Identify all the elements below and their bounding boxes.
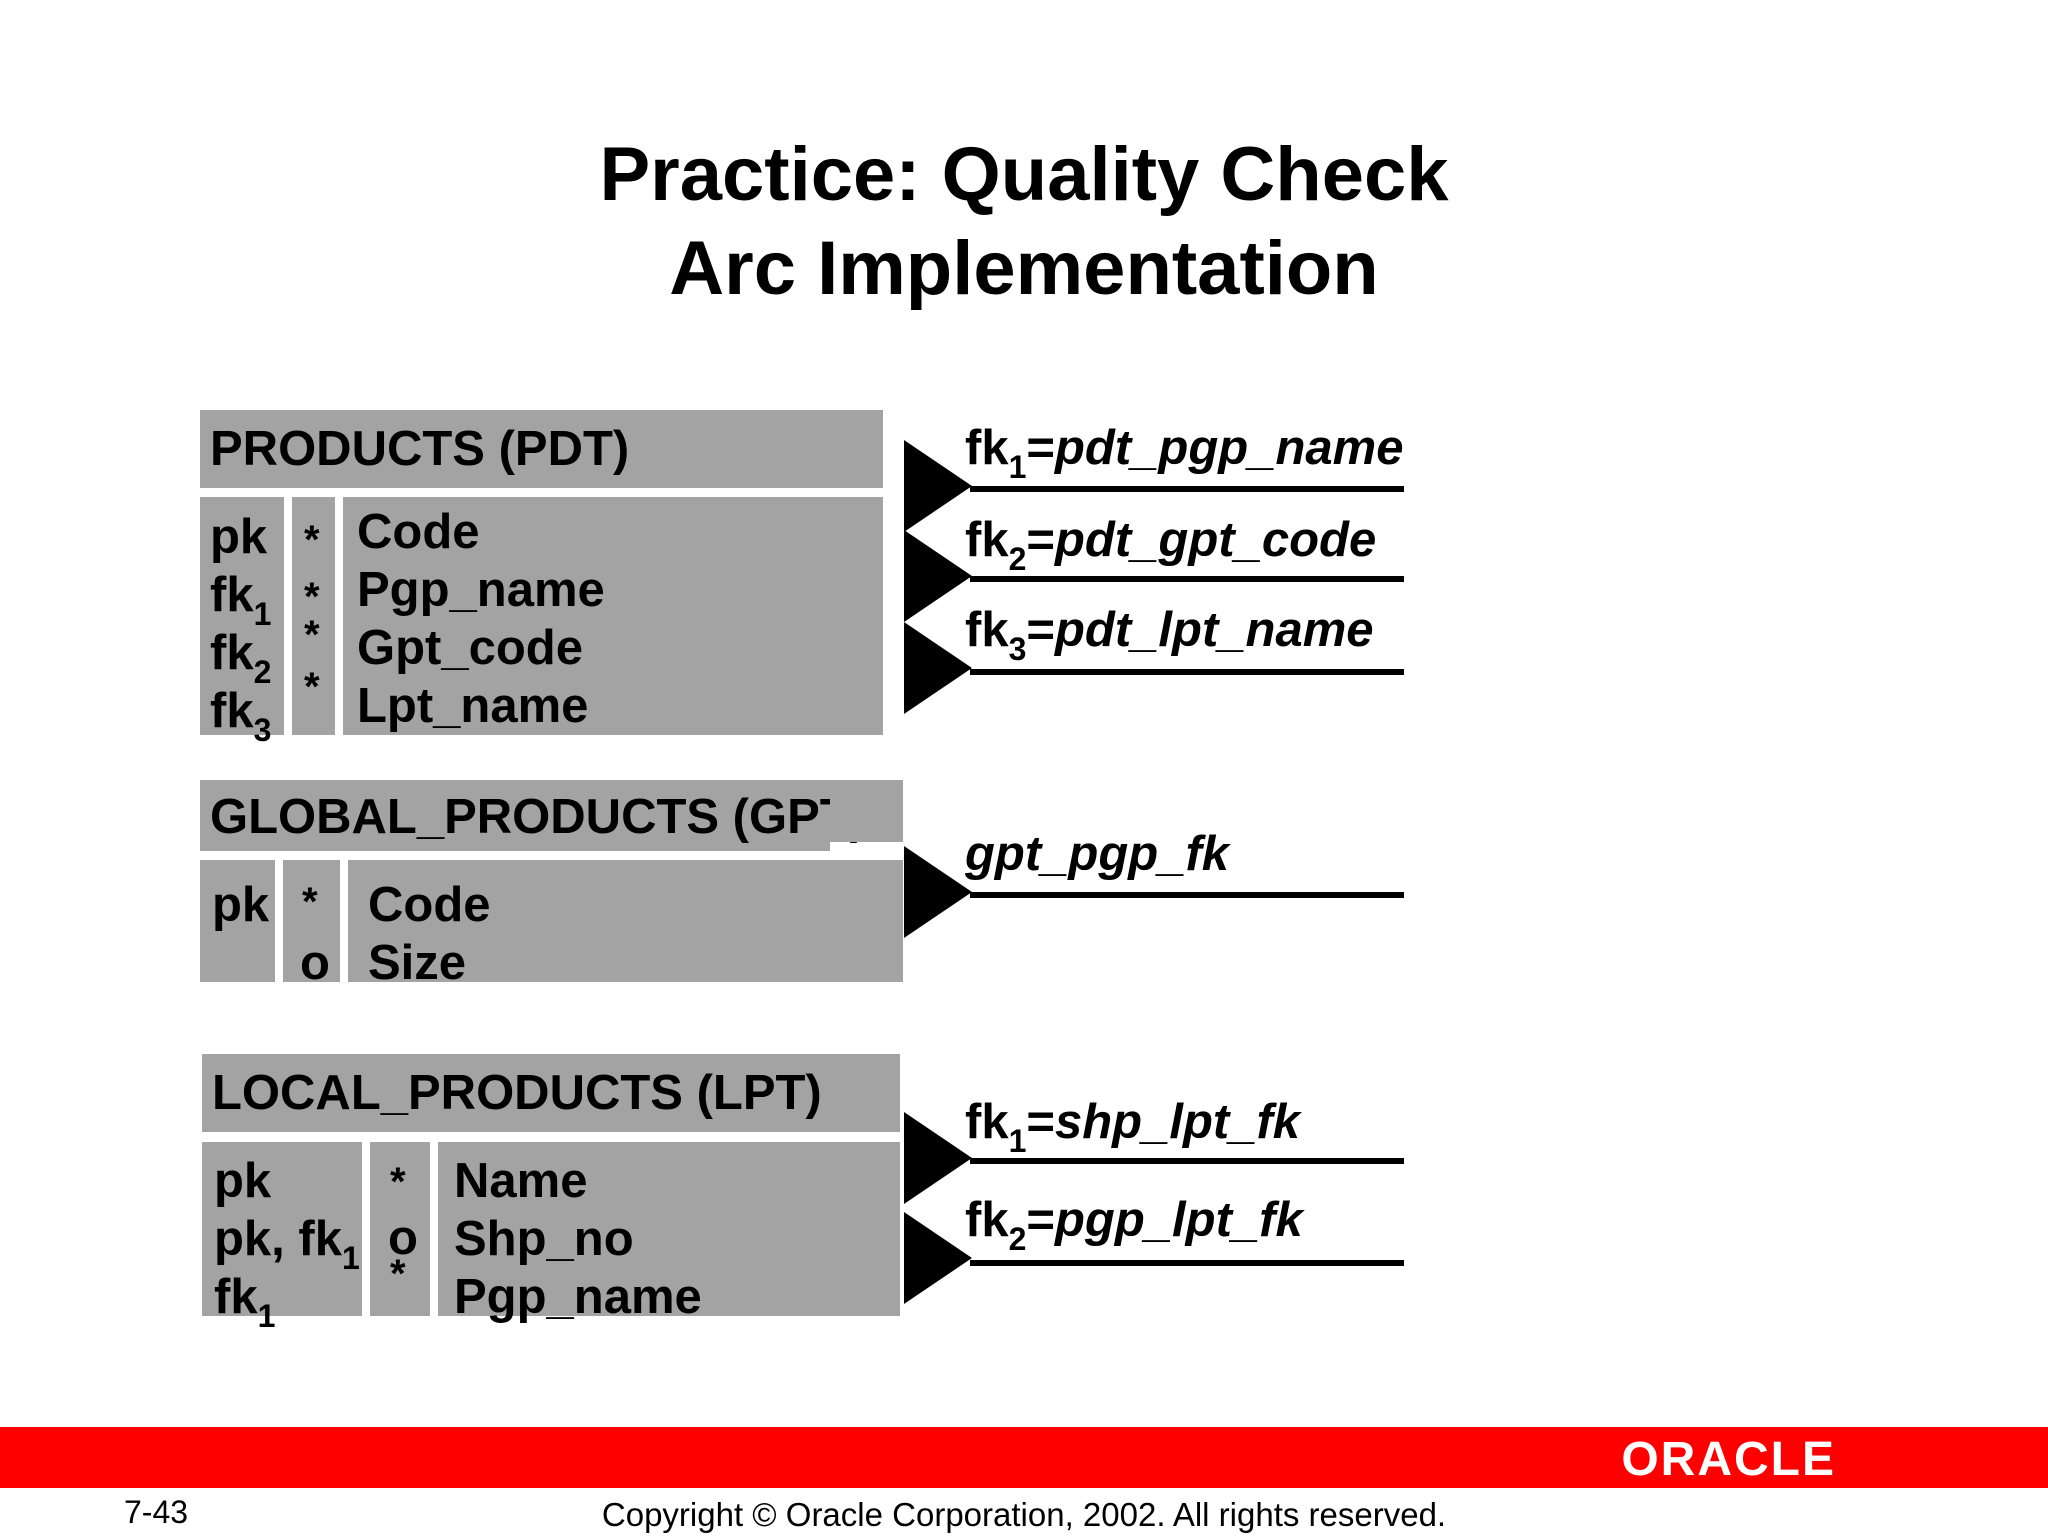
pdt-optionality-1: * — [304, 518, 320, 562]
pdt-optionality-3: * — [304, 613, 320, 657]
pdt-optionality-4: * — [304, 665, 320, 709]
table-global-products-attribute-column — [348, 860, 903, 982]
gpt-key-1: pk — [212, 878, 270, 932]
pdt-column-4: Lpt_name — [357, 679, 589, 733]
lpt-key-3: fk1 — [214, 1270, 276, 1334]
gpt-relation-1: gpt_pgp_fk — [965, 827, 1230, 881]
lpt-key-2: pk, fk1 — [214, 1212, 360, 1276]
table-products-attribute-column — [343, 497, 883, 735]
table-global-products-name: GLOBAL_PRODUCTS (GPT) — [210, 790, 867, 844]
crows-foot-icon — [904, 530, 972, 622]
lpt-optionality-1: * — [390, 1160, 406, 1204]
table-products-key-column — [200, 497, 284, 735]
relation-line — [970, 1260, 1404, 1266]
lpt-relation-2: fk2=pgp_lpt_fk — [965, 1193, 1303, 1257]
table-local-products-header: LOCAL_PRODUCTS (LPT) — [202, 1054, 900, 1132]
table-global-products-header-tail — [830, 780, 903, 842]
pdt-key-2: fk1 — [210, 568, 272, 632]
pdt-relation-3: fk3=pdt_lpt_name — [965, 603, 1374, 667]
gpt-optionality-2: o — [300, 936, 330, 990]
title-line-2: Arc Implementation — [669, 226, 1379, 311]
crows-foot-icon — [904, 440, 972, 532]
lpt-optionality-3: * — [390, 1252, 406, 1296]
pdt-key-1: pk — [210, 510, 268, 564]
table-local-products-name: LOCAL_PRODUCTS (LPT) — [212, 1066, 822, 1120]
lpt-column-2: Shp_no — [454, 1212, 634, 1266]
relation-line — [970, 486, 1404, 492]
table-products-header: PRODUCTS (PDT) — [200, 410, 883, 488]
oracle-logo: ORACLE — [1621, 1433, 1836, 1486]
page-number: 7-43 — [124, 1494, 189, 1530]
lpt-column-1: Name — [454, 1154, 588, 1208]
crows-foot-icon — [904, 1112, 972, 1204]
crows-foot-icon — [904, 622, 972, 714]
pdt-column-1: Code — [357, 505, 480, 559]
table-global-products-optionality-column — [283, 860, 340, 982]
table-local-products-optionality-column — [370, 1142, 430, 1316]
pdt-column-2: Pgp_name — [357, 563, 605, 617]
relation-line — [970, 892, 1404, 898]
title-line-1: Practice: Quality Check — [599, 132, 1449, 217]
crows-foot-icon — [904, 1212, 972, 1304]
lpt-column-3: Pgp_name — [454, 1270, 702, 1324]
lpt-key-1: pk — [214, 1154, 272, 1208]
pdt-relation-2: fk2=pdt_gpt_code — [965, 513, 1377, 577]
pdt-relation-1: fk1=pdt_pgp_name — [965, 421, 1404, 485]
table-local-products-attribute-column — [438, 1142, 900, 1316]
gpt-optionality-1: * — [302, 880, 318, 924]
crows-foot-icon — [904, 846, 972, 938]
lpt-optionality-2: o — [388, 1211, 418, 1265]
table-global-products-key-column — [200, 860, 275, 982]
relation-line — [970, 576, 1404, 582]
table-global-products-header: GLOBAL_PRODUCTS (GPT) — [200, 780, 867, 851]
relation-line — [970, 1158, 1404, 1164]
pdt-optionality-2: * — [304, 575, 320, 619]
gpt-column-1: Code — [368, 878, 491, 932]
table-local-products-key-column — [202, 1142, 362, 1316]
table-products-optionality-column — [292, 497, 335, 735]
pdt-key-4: fk3 — [210, 684, 272, 748]
pdt-column-3: Gpt_code — [357, 621, 583, 675]
gpt-column-2: Size — [368, 936, 467, 990]
table-products-name: PRODUCTS (PDT) — [210, 422, 630, 476]
pdt-key-3: fk2 — [210, 626, 272, 690]
relation-line — [970, 669, 1404, 675]
slide-title: Practice: Quality Check Arc Implementati… — [0, 128, 2048, 316]
footer-bar — [0, 1427, 2048, 1488]
copyright-text: Copyright © Oracle Corporation, 2002. Al… — [601, 1496, 1447, 1533]
lpt-relation-1: fk1=shp_lpt_fk — [965, 1095, 1301, 1159]
